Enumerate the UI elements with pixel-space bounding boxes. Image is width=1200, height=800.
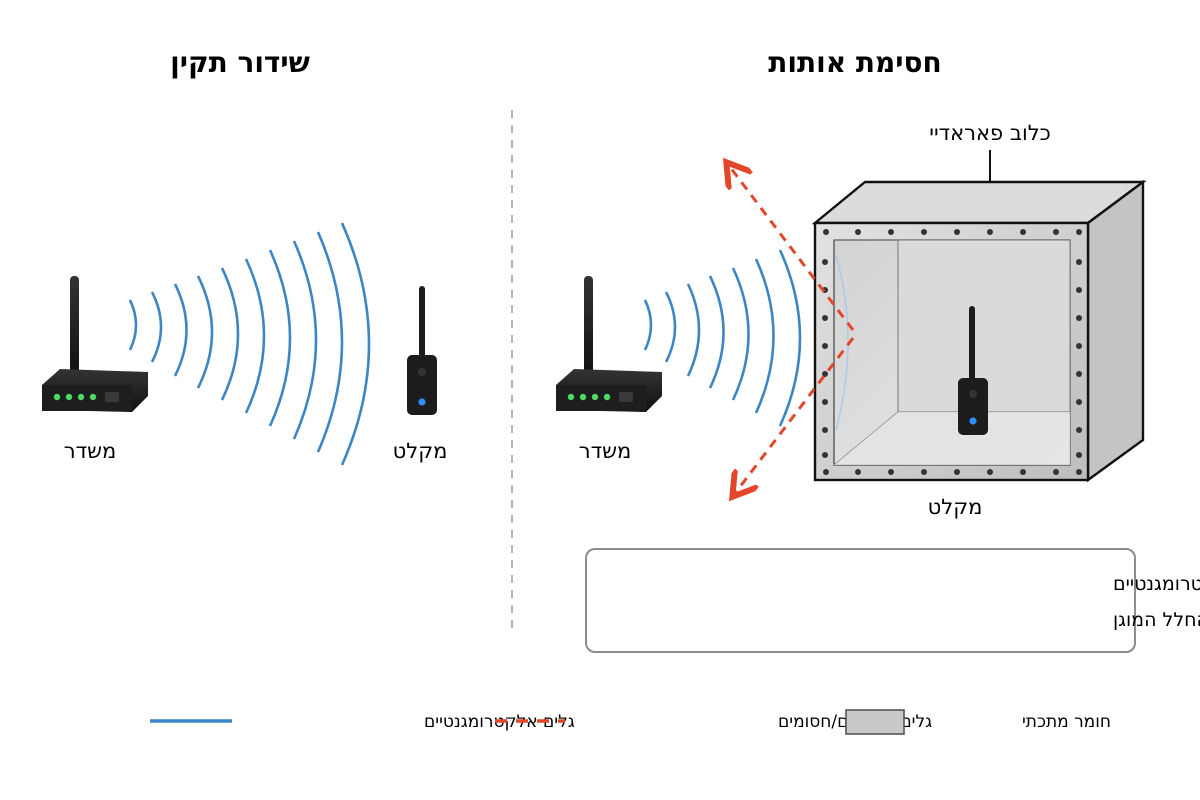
receiver-right <box>958 306 988 435</box>
led-icon <box>53 393 61 401</box>
legend-swatch-metal <box>845 709 905 735</box>
note-line-2: ומונע את מעבר האותות לתוך החלל המוגן <box>1113 609 1200 631</box>
status-led-icon <box>418 398 426 406</box>
note-box <box>585 548 1136 653</box>
rivets <box>822 229 1082 475</box>
transmitter-left <box>42 276 148 412</box>
legend: גלים אלקטרומגנטיים גלים מוחזרים/חסומים ח… <box>150 709 1111 735</box>
led-icon <box>89 393 97 401</box>
led-icon <box>77 393 85 401</box>
receiver-label-right: מקלט <box>928 495 983 519</box>
section-title-normal: שידור תקין <box>170 46 310 79</box>
transmitter-label-right: משדר <box>579 439 631 463</box>
led-icon <box>567 393 575 401</box>
legend-label-metal: חומר מתכתי <box>1022 712 1111 732</box>
reflected-waves <box>730 167 855 492</box>
cage-label: כלוב פאראדיי <box>929 121 1050 145</box>
waves-right <box>643 249 802 427</box>
waves-left <box>128 222 371 466</box>
faraday-cage <box>811 179 1147 483</box>
transmitter-right <box>556 276 662 412</box>
led-icon <box>591 393 599 401</box>
section-title-blocking: חסימת אותות <box>768 46 942 79</box>
status-led-icon <box>969 417 977 425</box>
note-line-1: מבנה מתכתי סגור חוסם או מחזיר גלים אלקטר… <box>1113 573 1200 595</box>
transmitter-label-left: משדר <box>64 439 116 463</box>
led-icon <box>603 393 611 401</box>
led-icon <box>579 393 587 401</box>
led-icon <box>65 393 73 401</box>
receiver-left <box>407 286 437 415</box>
receiver-label-left: מקלט <box>393 439 448 463</box>
